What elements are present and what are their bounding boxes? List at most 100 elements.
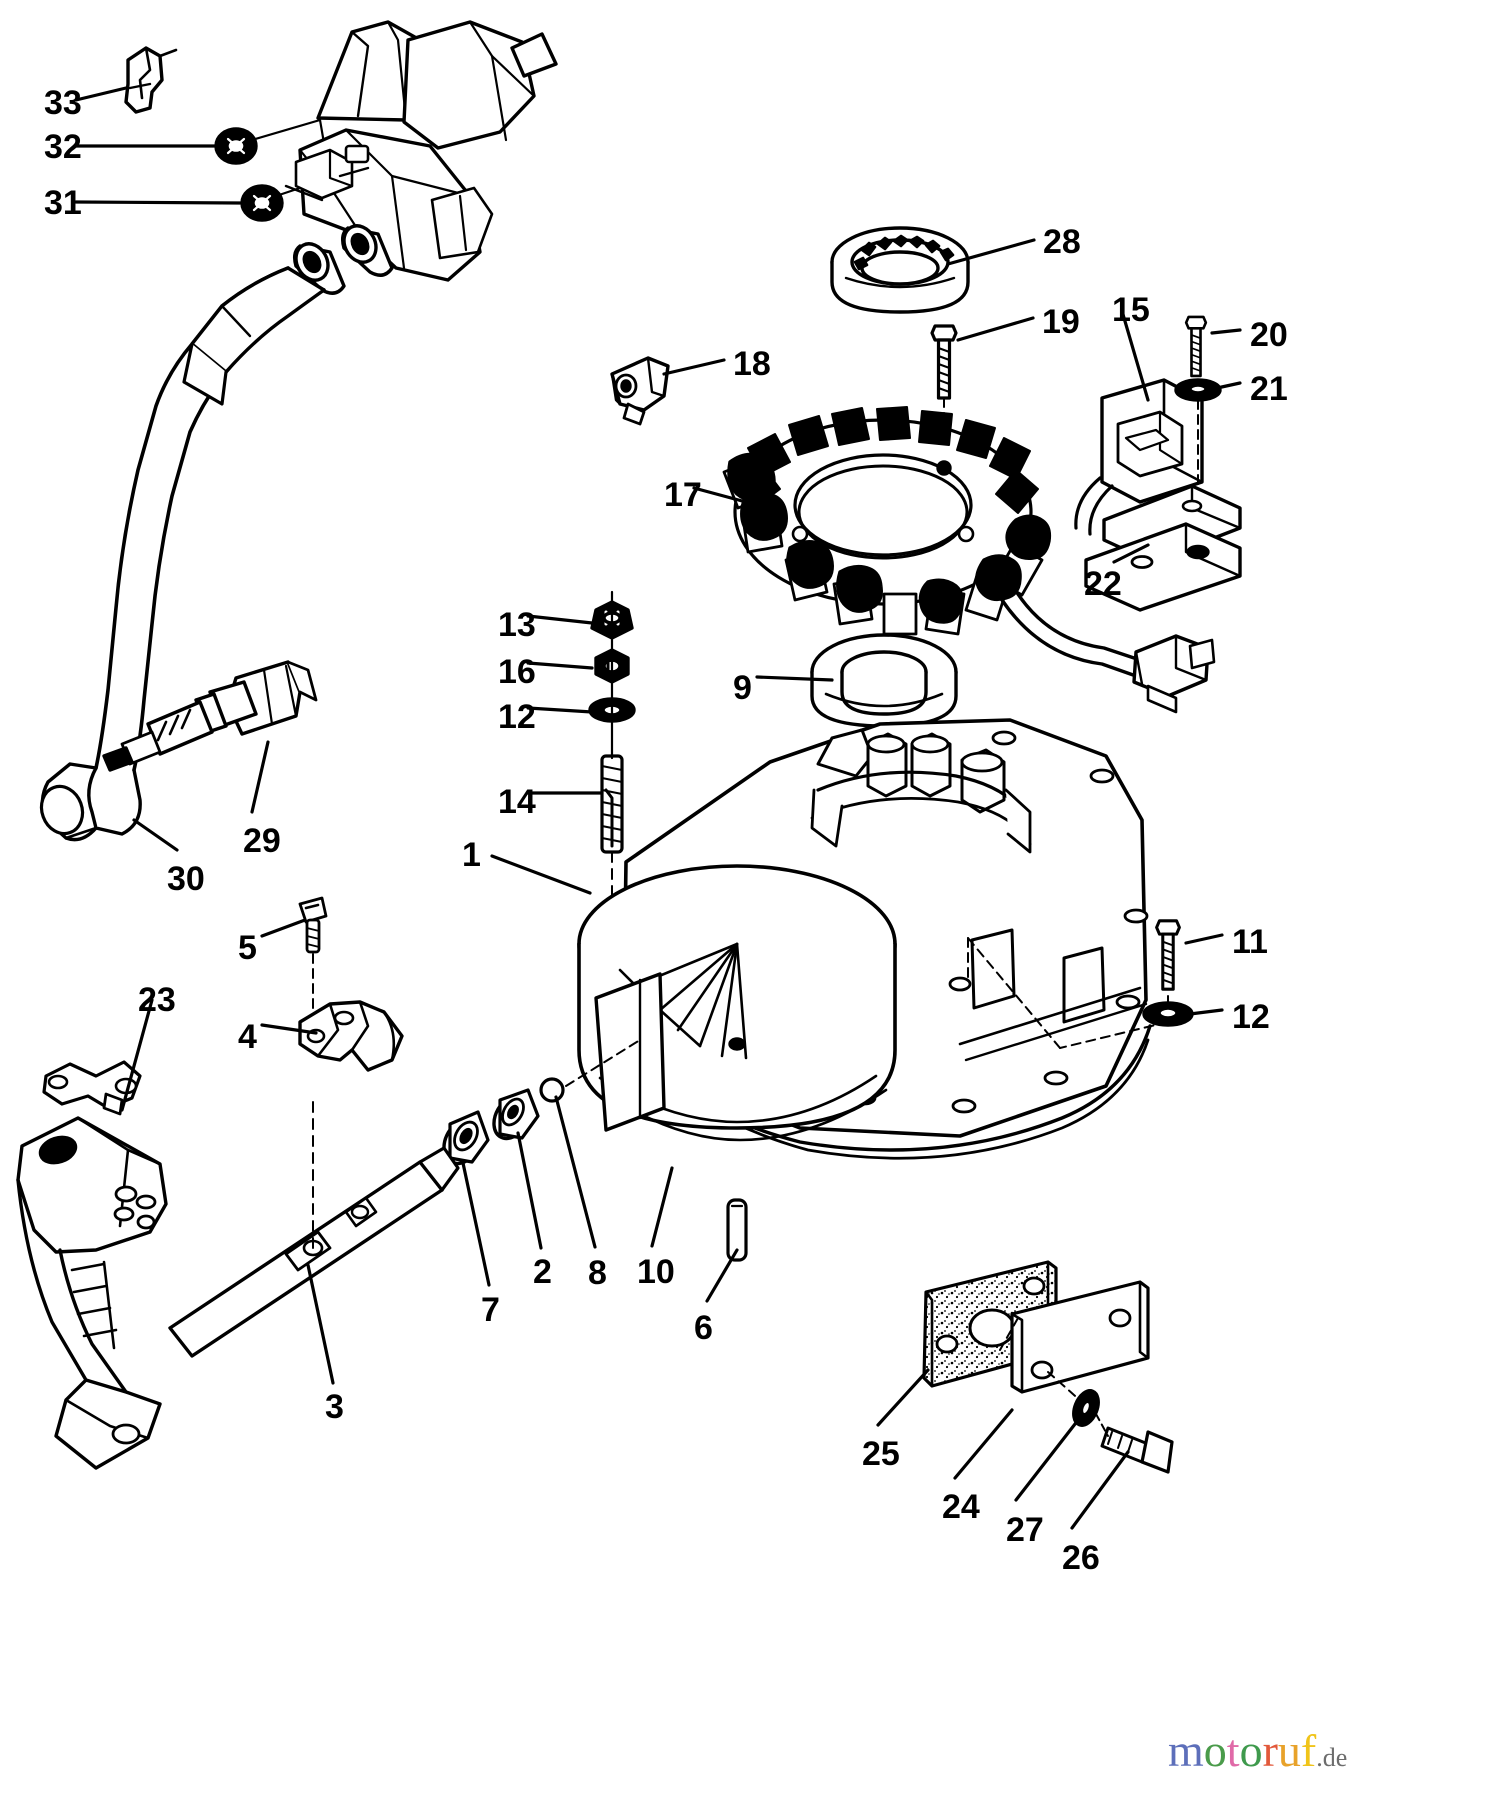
part-24-cover-plate: [1010, 1280, 1150, 1394]
leader-bolt-stator: [956, 316, 1035, 342]
part-26-screw: [1100, 1426, 1174, 1474]
leader-rectifier-regulator: [1120, 309, 1150, 402]
leader-key: [662, 358, 726, 376]
callout-shift-cam-bracket: 4: [238, 1018, 257, 1056]
leader-lock-washer: [526, 661, 594, 670]
part-7-bearing: [442, 1110, 490, 1166]
watermark-letter: u: [1277, 1725, 1301, 1776]
leader-ball-detent: [554, 1095, 597, 1249]
callout-shift-shaft: 3: [325, 1388, 344, 1426]
part-31-grommet: [240, 184, 284, 222]
watermark-letter: o: [1239, 1725, 1263, 1776]
leader-washer-regulator: [1206, 381, 1242, 392]
callout-clip: 33: [44, 84, 82, 122]
callout-bolt-regulator: 20: [1250, 316, 1288, 354]
flywheel-key-rib: [594, 972, 666, 1132]
part-15-regulator: [1074, 378, 1204, 536]
part-5-screw: [298, 896, 328, 954]
leader-screw-cover: [1070, 1450, 1130, 1530]
callout-spark-plug-boot-lead: 30: [167, 860, 205, 898]
leader-screw: [260, 918, 307, 938]
leader-bearing: [946, 238, 1036, 266]
callout-grommet-lower: 31: [44, 184, 82, 222]
callout-stator: 17: [664, 476, 702, 514]
part-9-spacer-ring: [810, 633, 958, 728]
leader-bolt: [1184, 933, 1224, 945]
leader-cover-plate: [953, 1408, 1014, 1480]
leader-mounting-bracket: [1112, 543, 1150, 564]
callout-washer-regulator: 21: [1250, 370, 1288, 408]
part-14-stud: [600, 754, 624, 854]
watermark-suffix: .de: [1316, 1743, 1348, 1772]
callout-leader-lines: [74, 86, 1242, 1530]
part-4-shift-cam-bracket: [298, 1000, 404, 1072]
leader-shift-shaft: [306, 1263, 335, 1385]
part-20-bolt: [1184, 315, 1208, 378]
leader-clip: [74, 86, 128, 102]
part-33-clip: [124, 46, 178, 114]
leader-bolt-regulator: [1210, 328, 1242, 335]
part-8-detent-ball: [539, 1077, 565, 1103]
callout-spacer-ring: 9: [733, 669, 752, 707]
site-watermark: motoruf.de: [1168, 1724, 1347, 1777]
callout-ball-detent: 8: [588, 1254, 607, 1292]
ignition-coil-assembly: [284, 20, 558, 295]
part-28-bearing: [830, 226, 970, 314]
part-17-stator: [722, 406, 1142, 678]
part-22-bracket: [1084, 484, 1242, 612]
callout-grommet-upper: 32: [44, 128, 82, 166]
part-6-dowel-pin: [726, 1198, 748, 1262]
leader-shift-cam-bracket: [260, 1023, 318, 1035]
watermark-letter: r: [1262, 1725, 1278, 1776]
part-19-bolt: [930, 324, 958, 400]
leader-bearing-outer: [461, 1161, 491, 1287]
part-23-shift-link: [42, 1060, 142, 1116]
part-18-key: [610, 356, 670, 426]
callout-rectifier-regulator: 15: [1112, 291, 1150, 329]
leader-dowel-pin: [705, 1248, 739, 1303]
part-12-flat-washer-right: [1142, 1001, 1194, 1027]
callout-cover-plate: 24: [942, 1488, 980, 1526]
callout-spark-plug: 29: [243, 822, 281, 860]
part-32-grommet: [214, 127, 258, 165]
callout-gasket: 25: [862, 1435, 900, 1473]
callout-screw-cover: 26: [1062, 1539, 1100, 1577]
leader-crankcase-cover: [650, 1166, 674, 1248]
leader-washer: [1188, 1008, 1224, 1016]
leader-spark-plug: [250, 740, 270, 814]
leader-stator: [692, 486, 759, 507]
callout-bolt: 11: [1232, 923, 1268, 961]
watermark-letter: m: [1168, 1725, 1204, 1776]
leader-shift-linkage-arm: [120, 998, 154, 1112]
leader-spacer-ring: [755, 675, 834, 682]
callout-crankcase-cover: 10: [637, 1253, 675, 1291]
callout-washer: 12: [1232, 998, 1270, 1036]
callout-washer-cover: 27: [1006, 1511, 1044, 1549]
callout-stud: 14: [498, 783, 536, 821]
callout-nut: 13: [498, 606, 536, 644]
shift-yoke-assembly: [16, 1116, 168, 1470]
wire-connector: [1132, 634, 1216, 714]
leader-grommet-lower: [74, 200, 242, 205]
watermark-letter: t: [1226, 1725, 1240, 1776]
callout-bearing: 28: [1043, 223, 1081, 261]
leader-gasket: [876, 1368, 930, 1427]
leader-nut: [526, 614, 594, 625]
part-30-spark-plug-lead: [39, 266, 326, 842]
callout-screw: 5: [238, 929, 257, 967]
callout-shift-linkage-arm: 23: [138, 981, 176, 1019]
callout-flywheel: 1: [462, 836, 481, 874]
callout-bearing-inner: 2: [533, 1253, 552, 1291]
callout-mounting-bracket: 22: [1084, 565, 1122, 603]
leader-spark-plug-boot-lead: [132, 818, 179, 852]
leader-flywheel: [490, 854, 592, 895]
part-11-bolt: [1154, 919, 1182, 991]
leader-bearing-inner: [516, 1131, 543, 1250]
watermark-letter: f: [1300, 1725, 1317, 1776]
watermark-letter: o: [1203, 1725, 1227, 1776]
callout-lock-washer: 16: [498, 653, 536, 691]
part-29-spark-plug: [102, 660, 318, 772]
callout-washer: 12: [498, 698, 536, 736]
callout-dowel-pin: 6: [694, 1309, 713, 1347]
